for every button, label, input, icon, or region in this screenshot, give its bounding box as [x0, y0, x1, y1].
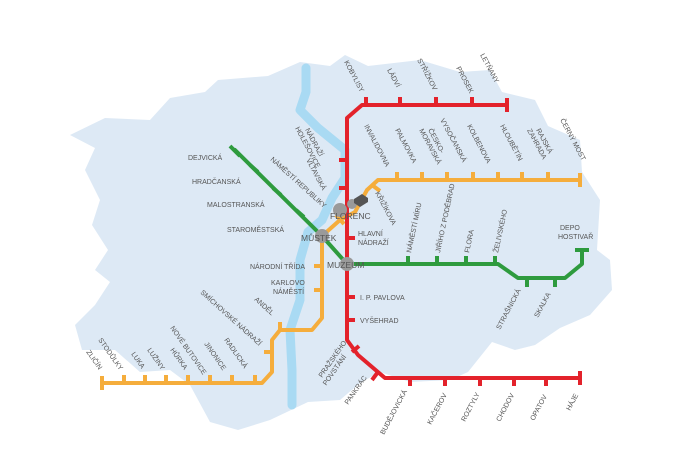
- line-c: [339, 97, 582, 386]
- tick-malostranska: [271, 186, 283, 197]
- line-b-ticks: [100, 172, 582, 390]
- label-haje: HÁJE: [564, 392, 581, 412]
- label-kacerov: KAČEROV: [425, 391, 449, 426]
- label-hlavni-nadrazi: HLAVNÍ NÁDRAŽÍ: [358, 229, 389, 247]
- line-a-ticks: [228, 144, 589, 287]
- bus-icon: [354, 194, 368, 207]
- label-flora: FLORA: [464, 229, 476, 254]
- label-karlovo-namesti: KARLOVO NÁMĚSTÍ: [271, 280, 307, 296]
- label-roztyly: ROZTYLY: [461, 391, 482, 423]
- label-mustek: MŮSTEK: [301, 232, 337, 243]
- label-dejvicka: DEJVICKÁ: [188, 153, 223, 162]
- line-b: [100, 172, 582, 390]
- label-staromestska: STAROMĚSTSKÁ: [227, 225, 284, 234]
- tick-hradcanska: [248, 163, 260, 174]
- transfer-stations: [315, 194, 368, 271]
- transfer-mustek[interactable]: [315, 229, 329, 243]
- label-budejovicka: BUDĚJOVICKÁ: [378, 388, 409, 436]
- label-florenc: FLORENC: [330, 211, 371, 221]
- tick-prazskeho-povstani: [350, 344, 361, 354]
- line-c-route: [345, 103, 582, 380]
- line-b-route: [100, 178, 582, 385]
- tick-pankrac: [370, 370, 380, 382]
- label-ip-pavlova: I. P. PAVLOVA: [360, 295, 405, 302]
- transfer-florenc[interactable]: [333, 203, 347, 217]
- label-narodni-trida: NÁRODNÍ TŘÍDA: [250, 262, 305, 271]
- label-malostranska: MALOSTRANSKÁ: [207, 200, 265, 209]
- transfer-muzeum[interactable]: [340, 257, 354, 271]
- tick-namesti-republiky: [334, 213, 346, 226]
- tick-dejvicka: [228, 144, 242, 158]
- label-muzeum: MUZEUM: [327, 260, 364, 270]
- label-depo-hostivar: DEPO HOSTIVAŘ: [558, 225, 593, 241]
- label-hradcanska: HRADČANSKÁ: [192, 177, 241, 186]
- label-opatov: OPATOV: [530, 394, 549, 422]
- city-area: [70, 55, 612, 430]
- tick-staromestska: [294, 208, 306, 219]
- label-chodov: CHODOV: [496, 392, 517, 423]
- tick-krizikova: [370, 183, 382, 193]
- label-zlicin: ZLIČÍN: [84, 348, 104, 371]
- label-vysehrad: VYŠEHRAD: [360, 316, 399, 325]
- line-c-ticks: [339, 97, 582, 386]
- river-vltava: [285, 63, 350, 410]
